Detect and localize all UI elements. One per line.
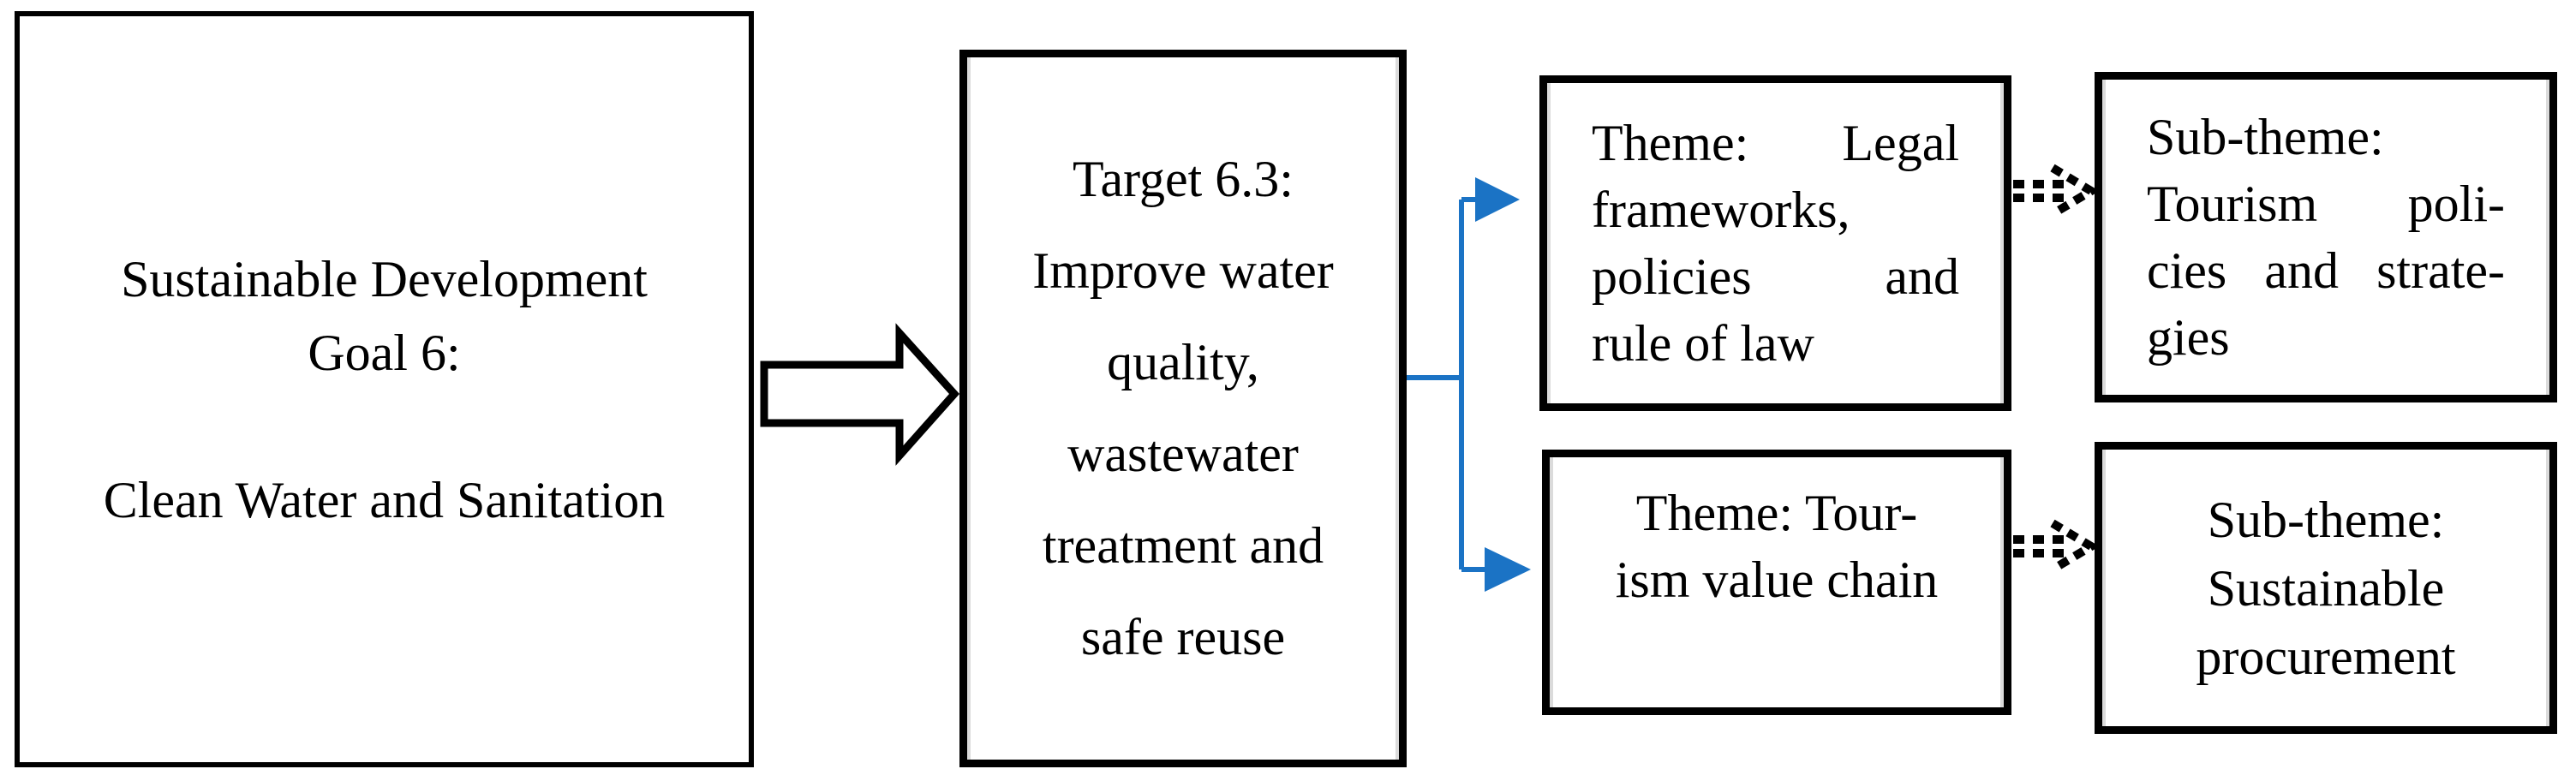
blue-arrowhead-top-icon (1475, 177, 1520, 222)
sdg-goal-box: Sustainable Development Goal 6: Clean Wa… (15, 11, 754, 767)
theme1-line-3: policies and (1592, 248, 1959, 305)
target-line-6: safe reuse (1080, 609, 1286, 665)
theme1-line-1: Theme: Legal (1592, 115, 1959, 171)
subtheme1-line-3: cies and strate- (2147, 242, 2505, 299)
blue-connector-line (1399, 197, 1489, 572)
blue-arrowhead-bottom-icon (1485, 547, 1531, 592)
target-line-4: wastewater (1067, 426, 1299, 482)
theme1-line-4: rule of law (1592, 315, 1814, 372)
subtheme1-line-4: gies (2147, 309, 2230, 366)
target-line-3: quality, (1107, 334, 1259, 390)
subtheme-tourism-policies-box: Sub-theme: Tourism poli- cies and strate… (2095, 72, 2557, 402)
block-arrow-right-icon (760, 323, 960, 466)
subtheme2-line-2: Sustainable (2207, 559, 2445, 617)
sdg-goal-line-1: Sustainable Development (121, 250, 648, 307)
sdg-goal-line-3: Clean Water and Sanitation (103, 471, 666, 528)
subtheme2-line-3: procurement (2196, 628, 2456, 685)
target-box: Target 6.3: Improve water quality, waste… (959, 50, 1407, 767)
target-line-2: Improve water (1032, 242, 1334, 299)
sdg-goal-line-2: Goal 6: (308, 324, 461, 381)
subtheme-sustainable-procurement-box: Sub-theme: Sustainable procurement (2095, 442, 2557, 734)
subtheme1-line-2: Tourism poli- (2147, 176, 2505, 232)
dashed-arrow-top-icon (2013, 164, 2100, 218)
theme2-line-2: ism value chain (1615, 551, 1939, 608)
dashed-arrow-bottom-icon (2013, 519, 2100, 574)
theme-tourism-value-chain-box: Theme: Tour- ism value chain (1542, 450, 2011, 715)
target-line-5: treatment and (1042, 517, 1324, 574)
theme2-line-1: Theme: Tour- (1635, 485, 1918, 541)
subtheme2-line-1: Sub-theme: (2207, 491, 2445, 548)
sdg-goal-line-blank (20, 390, 749, 463)
theme-legal-frameworks-box: Theme: Legal frameworks, policies and ru… (1539, 75, 2011, 411)
theme1-line-2: frameworks, (1592, 182, 1850, 238)
target-line-1: Target 6.3: (1073, 151, 1294, 207)
subtheme1-line-1: Sub-theme: (2147, 109, 2384, 165)
